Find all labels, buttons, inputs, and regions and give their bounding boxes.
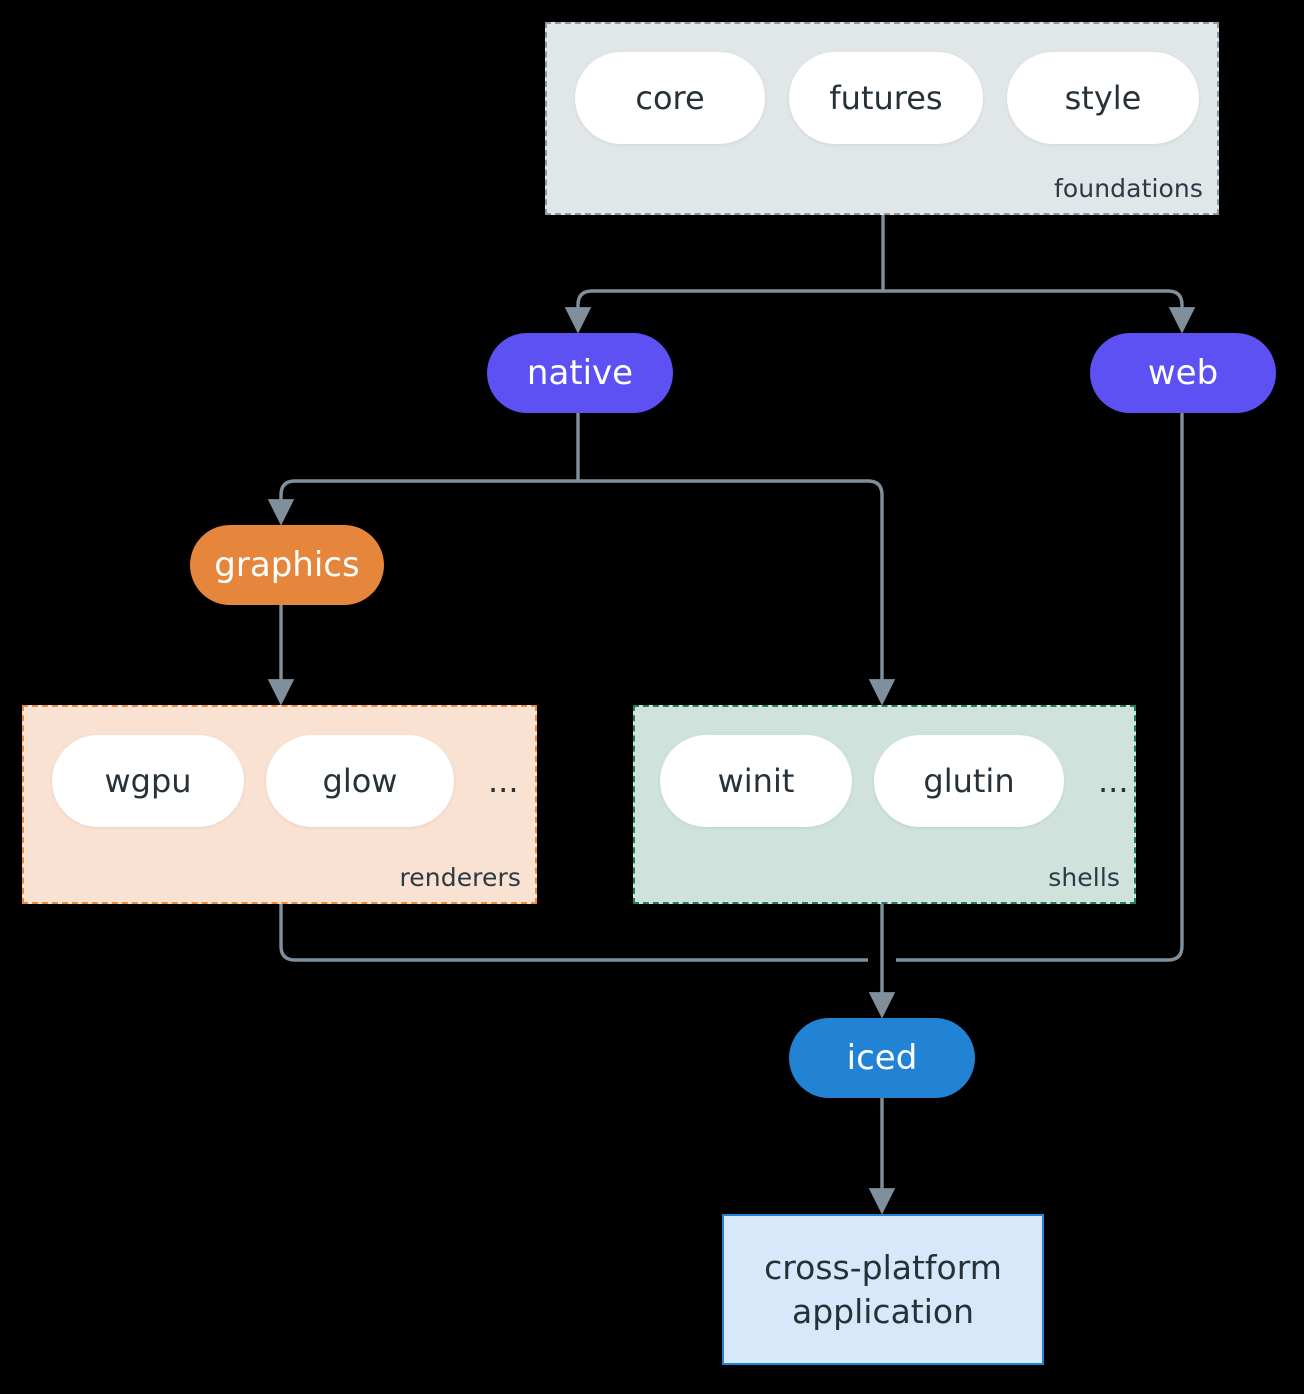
cluster-shells: winit glutin ... shells (633, 705, 1136, 904)
node-cross-platform-application[interactable]: cross-platform application (722, 1214, 1044, 1365)
cluster-renderers-items: wgpu glow ... (52, 735, 519, 827)
cluster-renderers: wgpu glow ... renderers (22, 705, 537, 904)
edge-foundations-to-native (564, 289, 883, 334)
node-native[interactable]: native (487, 333, 673, 413)
chip-style[interactable]: style (1007, 52, 1199, 144)
node-iced[interactable]: iced (789, 1018, 975, 1098)
cluster-renderers-label: renderers (399, 863, 521, 892)
node-graphics[interactable]: graphics (190, 525, 384, 605)
application-label-line1: cross-platform (764, 1247, 1002, 1287)
node-web[interactable]: web (1090, 333, 1276, 413)
shells-ellipsis: ... (1098, 762, 1129, 800)
chip-wgpu[interactable]: wgpu (52, 735, 244, 827)
renderers-ellipsis: ... (488, 762, 519, 800)
chip-glow[interactable]: glow (266, 735, 454, 827)
cluster-shells-items: winit glutin ... (660, 735, 1129, 827)
cluster-foundations-items: core futures style (575, 52, 1199, 144)
chip-core[interactable]: core (575, 52, 765, 144)
chip-futures[interactable]: futures (789, 52, 983, 144)
cluster-foundations: core futures style foundations (545, 22, 1219, 215)
chip-glutin[interactable]: glutin (874, 735, 1064, 827)
cluster-shells-label: shells (1048, 863, 1120, 892)
edge-native-to-graphics (267, 479, 578, 526)
chip-winit[interactable]: winit (660, 735, 852, 827)
edge-native-to-shells (578, 479, 896, 706)
application-label-line2: application (791, 1291, 975, 1331)
edge-foundations-to-web (883, 289, 1196, 334)
edge-renderers-to-iced (279, 904, 868, 962)
cluster-foundations-label: foundations (1054, 174, 1203, 203)
